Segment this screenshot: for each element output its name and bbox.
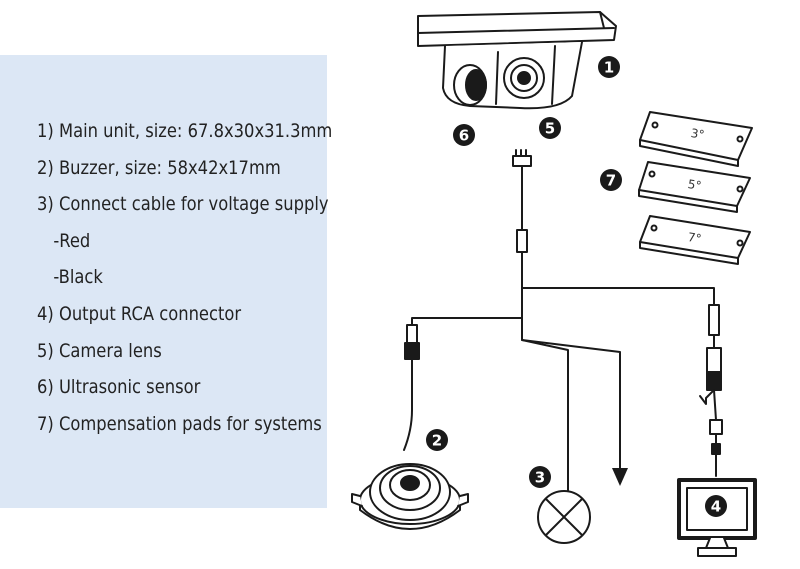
badge-7-label: 7: [606, 172, 616, 190]
compensation-pad-5: [638, 161, 751, 213]
badge-4: 4: [705, 495, 727, 517]
voltage-lamp-symbol: [537, 490, 591, 544]
legend-list: 1) Main unit, size: 67.8x30x31.3mm 2) Bu…: [37, 113, 332, 442]
ultrasonic-sensor: [453, 64, 487, 106]
legend-item-main-unit: 1) Main unit, size: 67.8x30x31.3mm: [37, 120, 333, 142]
monitor: [677, 478, 757, 557]
badge-1: 1: [598, 56, 620, 78]
legend-subitem-red: -Red: [53, 229, 91, 252]
badge-3-label: 3: [535, 469, 545, 487]
badge-5: 5: [539, 117, 561, 139]
legend-item-ultrasonic-sensor: 6) Ultrasonic sensor: [37, 376, 201, 399]
main-unit: [417, 11, 617, 110]
badge-2-label: 2: [432, 432, 442, 450]
legend-item-rca-connector: 4) Output RCA connector: [37, 302, 242, 325]
badge-3: 3: [529, 466, 551, 488]
badge-1-label: 1: [604, 59, 614, 77]
legend-item-buzzer: 2) Buzzer, size: 58x42x17mm: [37, 156, 281, 179]
pad-label-5: 5°: [687, 177, 703, 193]
legend-item-compensation-pads: 7) Compensation pads for systems: [37, 412, 322, 435]
buzzer-plug: [403, 324, 420, 451]
cable-harness: [411, 149, 715, 501]
compensation-pad-3: [639, 111, 753, 167]
badge-6-label: 6: [459, 127, 469, 145]
legend-panel: [0, 55, 327, 508]
legend-item-voltage-cable: 3) Connect cable for voltage supply: [37, 193, 329, 216]
legend-subitem-black: -Black: [53, 266, 103, 289]
compensation-pad-7: [639, 215, 751, 265]
badge-5-label: 5: [545, 120, 555, 138]
rca-connector: [699, 304, 723, 477]
arrow-down-icon: [612, 468, 628, 486]
legend-item-camera-lens: 5) Camera lens: [37, 339, 162, 362]
badge-4-label: 4: [711, 498, 721, 516]
buzzer: [351, 463, 469, 530]
badge-2: 2: [426, 429, 448, 451]
badge-6: 6: [453, 124, 475, 146]
pad-label-3: 3°: [690, 126, 706, 142]
pad-label-7: 7°: [687, 230, 703, 246]
camera-lens: [503, 57, 545, 99]
badge-7: 7: [600, 169, 622, 191]
